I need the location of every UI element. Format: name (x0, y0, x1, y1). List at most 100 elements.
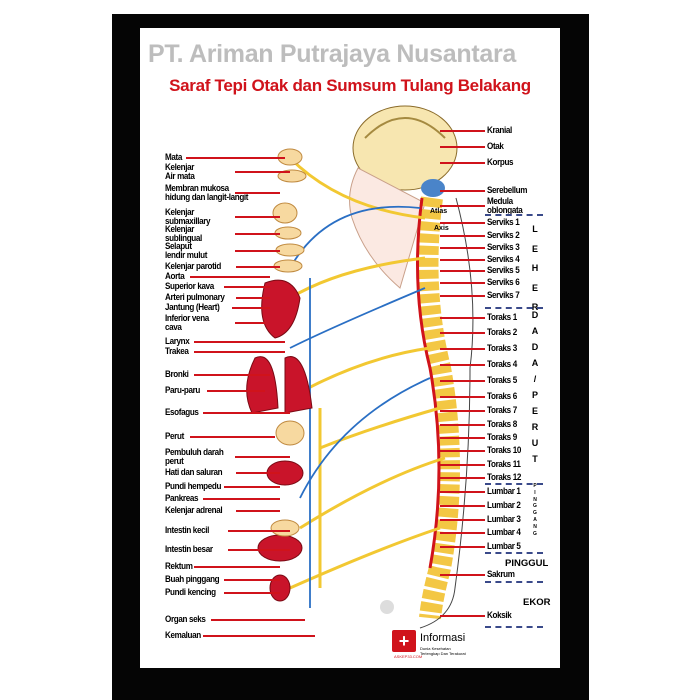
spine-label: Korpus (487, 157, 514, 167)
divider (485, 307, 543, 309)
pointer-line (236, 266, 280, 268)
organ-label: Paru-paru (165, 385, 201, 395)
region-leher: L E H E R (531, 224, 539, 312)
pointer-line (440, 477, 485, 479)
spine-label: Toraks 11 (487, 459, 521, 469)
company-watermark: PT. Ariman Putrajaya Nusantara (148, 40, 516, 68)
pointer-line (440, 317, 485, 319)
spine-label: Lumbar 4 (487, 527, 521, 537)
spine-shape (416, 196, 460, 620)
pointer-line (235, 456, 290, 458)
spine-label: Toraks 8 (487, 419, 517, 429)
spine-label: Lumbar 3 (487, 514, 521, 524)
spine-label: Medula oblongata (487, 196, 523, 215)
pointer-line (235, 192, 280, 194)
cerebellum-shape (421, 179, 445, 197)
pointer-line (440, 364, 485, 366)
organ-label: Superior kava (165, 281, 214, 291)
spine-label: Otak (487, 141, 504, 151)
first-aid-kit-icon: + (392, 630, 416, 652)
pointer-line (185, 157, 285, 159)
lung-left (246, 356, 279, 414)
spine-label: Toraks 1 (487, 312, 517, 322)
spine-label: Lumbar 2 (487, 500, 521, 510)
organ-label: Trakea (165, 346, 189, 356)
pointer-line (206, 390, 265, 392)
spine-label: Serviks 3 (487, 242, 520, 252)
spine-label: Lumbar 1 (487, 486, 521, 496)
spine-label: Serviks 1 (487, 217, 520, 227)
pointer-line (235, 250, 280, 252)
lung-right (284, 356, 313, 414)
spine-label: Toraks 6 (487, 391, 517, 401)
organs (246, 279, 313, 602)
logo-title: Informasi (420, 632, 466, 644)
organ-label: Pankreas (165, 493, 199, 503)
organ-label: Kemaluan (165, 630, 201, 640)
pointer-line (223, 286, 270, 288)
organ-label: Kelenjar sublingual (165, 224, 202, 243)
spine-label: Toraks 12 (487, 472, 521, 482)
pointer-line (440, 396, 485, 398)
organ-label: Pembuluh darah perut (165, 447, 224, 466)
region-dada-perut: D A D A / P E R U T (531, 310, 539, 464)
pointer-line (440, 437, 485, 439)
organ-label: Inferior vena cava (165, 313, 209, 332)
organ-label: Kelenjar submaxillary (165, 207, 211, 226)
pointer-line (440, 574, 485, 576)
organ-label: Perut (165, 431, 184, 441)
pointer-line (440, 532, 485, 534)
pointer-line (440, 205, 485, 207)
pointer-line (440, 282, 485, 284)
pointer-line (440, 295, 485, 297)
pointer-line (440, 235, 485, 237)
spine-label: Sakrum (487, 569, 515, 579)
pointer-line (440, 190, 485, 192)
pointer-line (440, 410, 485, 412)
pointer-line (440, 615, 485, 617)
large-intestine (257, 534, 303, 562)
organ-label: Intestin besar (165, 544, 213, 554)
organ-label: Selaput lendir mulut (165, 241, 208, 260)
spine-label: Toraks 10 (487, 445, 521, 455)
pointer-line (190, 436, 275, 438)
pointer-line (440, 259, 485, 261)
region-pinggang: P I N G G A N G (533, 483, 537, 537)
organ-label: Organ seks (165, 614, 206, 624)
pointer-line (440, 546, 485, 548)
organ-label: Pundi hempedu (165, 481, 222, 491)
pointer-line (440, 222, 485, 224)
bladder-shape (269, 574, 291, 602)
pointer-line (235, 216, 280, 218)
pointer-line (236, 510, 280, 512)
region-ekor: EKOR (523, 597, 551, 608)
spine-label: Toraks 4 (487, 359, 517, 369)
pointer-line (440, 491, 485, 493)
spine-label: Kranial (487, 125, 512, 135)
spine-label: Serviks 7 (487, 290, 520, 300)
organ-label: Buah pinggang (165, 574, 220, 584)
face-shape (349, 167, 426, 289)
person-figure-icon (380, 600, 394, 614)
organ-label: Hati dan saluran (165, 467, 223, 477)
spine-label: Toraks 5 (487, 375, 517, 385)
pointer-line (223, 579, 280, 581)
pointer-line (440, 450, 485, 452)
spine-label: Toraks 3 (487, 343, 517, 353)
pointer-line (194, 374, 270, 376)
pointer-line (194, 351, 285, 353)
axis-label: Axis (434, 225, 449, 232)
organ-label: Mata (165, 152, 183, 162)
organ-label: Kelenjar Air mata (165, 162, 195, 181)
spine-label: Serebellum (487, 185, 528, 195)
heart-shape (261, 279, 301, 339)
pointer-line (440, 464, 485, 466)
organ-label: Intestin kecil (165, 525, 210, 535)
spine-label: Serviks 6 (487, 277, 520, 287)
spine-label: Lumbar 5 (487, 541, 521, 551)
organ-label: Jantung (Heart) (165, 302, 220, 312)
spine-label: Serviks 2 (487, 230, 520, 240)
pointer-line (227, 530, 290, 532)
glands (270, 148, 307, 537)
pointer-line (236, 472, 280, 474)
